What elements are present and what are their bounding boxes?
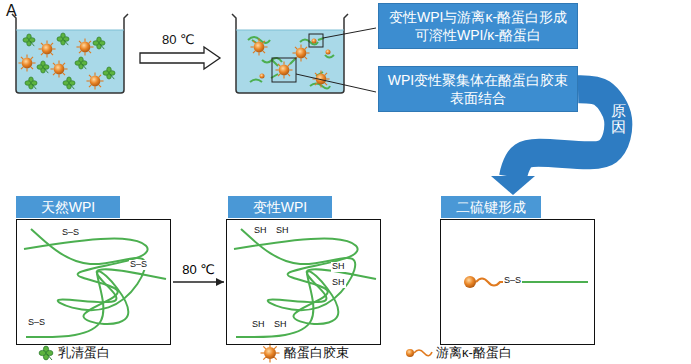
temperature-label: 80 ℃ bbox=[182, 262, 215, 277]
beaker-contents bbox=[18, 33, 115, 90]
legend-text: 乳清蛋白 bbox=[58, 344, 110, 362]
result-box: 变性WPI与游离κ-酪蛋白形成可溶性WPI/κ-酪蛋白 bbox=[378, 3, 578, 49]
protein-panel: SH SH SH SH SH SH bbox=[226, 219, 381, 345]
box-text: WPI变性聚集体在酪蛋白胶束表面结合 bbox=[385, 71, 571, 107]
beaker bbox=[12, 14, 128, 93]
protein-strand bbox=[24, 238, 148, 337]
legend-text: 酪蛋白胶束 bbox=[284, 344, 349, 362]
protein-strands bbox=[24, 229, 588, 337]
protein-panel: S–S bbox=[440, 219, 595, 345]
protein-strand bbox=[31, 229, 166, 310]
legend-text: 游离κ-酪蛋白 bbox=[436, 344, 512, 362]
bond-label: SH bbox=[253, 226, 268, 236]
bond-label: S–S bbox=[27, 318, 46, 328]
whey-strand bbox=[512, 281, 588, 283]
panel-letter: A bbox=[6, 2, 17, 20]
box-text: 变性WPI bbox=[232, 198, 328, 216]
panel-header: 变性WPI bbox=[228, 196, 332, 218]
bond-label: SH bbox=[273, 320, 288, 330]
bond-label: S–S bbox=[503, 276, 522, 286]
protein-panel: S–S S–S S–S bbox=[16, 219, 171, 345]
panel-header: 天然WPI bbox=[16, 196, 120, 218]
bond-label: S–S bbox=[129, 260, 148, 270]
protein-strand bbox=[241, 229, 376, 310]
beaker bbox=[232, 14, 348, 93]
heating-arrow bbox=[140, 47, 220, 69]
legend-icon bbox=[39, 344, 432, 363]
panel-header: 二硫键形成 bbox=[441, 196, 541, 218]
protein-strand bbox=[234, 238, 358, 337]
bond-label: S–S bbox=[61, 228, 80, 238]
bond-label: SH bbox=[331, 278, 346, 288]
beaker-contents bbox=[248, 34, 334, 89]
result-box: WPI变性聚集体在酪蛋白胶束表面结合 bbox=[378, 66, 578, 112]
box-text: 二硫键形成 bbox=[445, 198, 537, 216]
heating-arrow bbox=[173, 282, 224, 283]
box-text: 天然WPI bbox=[20, 198, 116, 216]
bond-label: SH bbox=[331, 262, 346, 272]
bond-label: SH bbox=[251, 320, 266, 330]
temperature-label: 80 ℃ bbox=[162, 32, 195, 47]
bond-label: SH bbox=[275, 226, 290, 236]
leader-line bbox=[296, 28, 376, 92]
arrow-label: 原因 bbox=[611, 103, 626, 136]
box-text: 变性WPI与游离κ-酪蛋白形成可溶性WPI/κ-酪蛋白 bbox=[385, 8, 571, 44]
casein-ball bbox=[464, 276, 476, 288]
